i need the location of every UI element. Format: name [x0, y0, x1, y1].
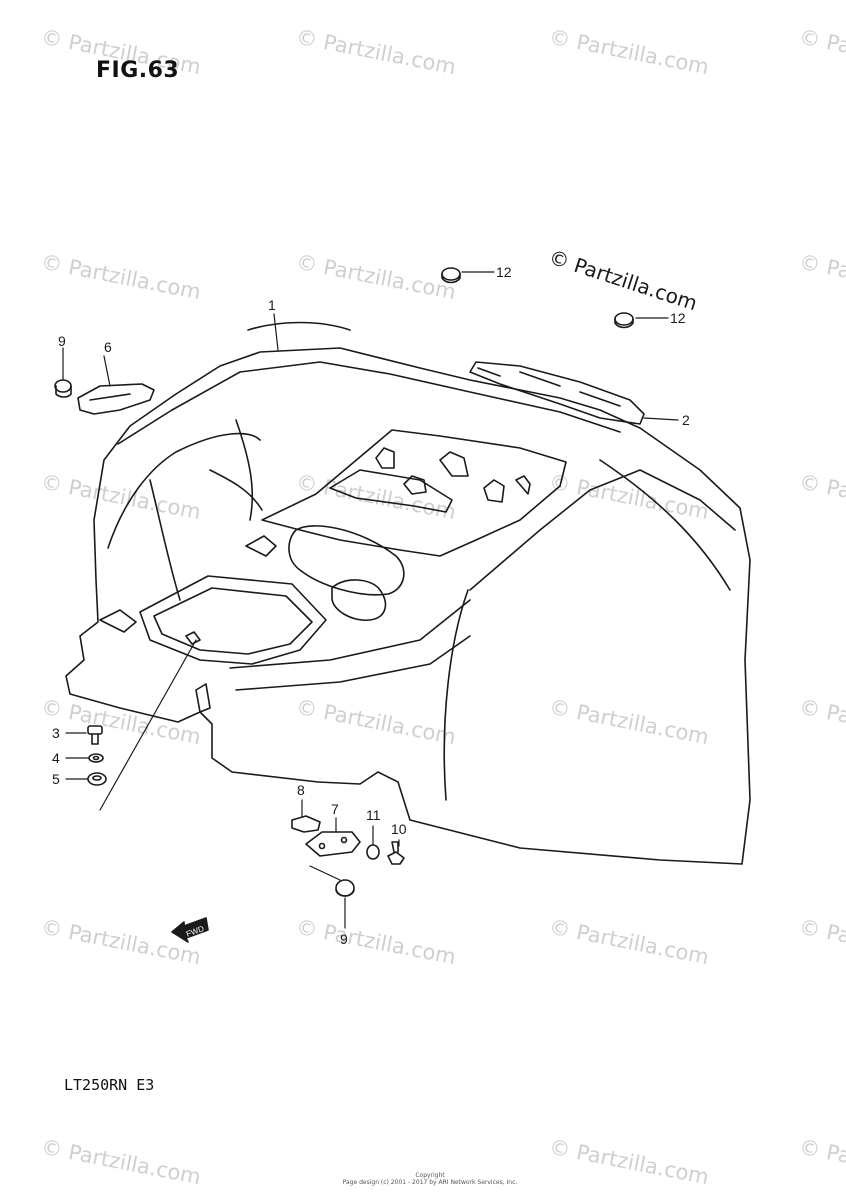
callout-2: 2 [682, 412, 690, 428]
grommet-9-bottom-part [335, 879, 355, 897]
nut-11-part [366, 844, 380, 860]
cushion-5-part [87, 772, 107, 786]
grommet-12-top-part [441, 267, 461, 284]
seat-pad-part [469, 361, 645, 425]
bracket-6-part [77, 383, 155, 415]
bolt-3-part [87, 725, 103, 745]
callout-7: 7 [331, 801, 339, 817]
bracket-7-part [305, 831, 361, 857]
model-code: LT250RN E3 [64, 1076, 155, 1094]
callout-9-top: 9 [58, 333, 66, 349]
footer-page-design: Page design (c) 2001 - 2017 by ARI Netwo… [342, 1179, 518, 1186]
callout-4: 4 [52, 750, 60, 766]
callout-labels: 1 2 3 4 5 6 7 8 9 9 10 11 12 12 FWD [52, 264, 690, 947]
callout-10: 10 [391, 821, 407, 837]
callout-5: 5 [52, 771, 60, 787]
fwd-arrow-icon [171, 917, 209, 943]
callout-3: 3 [52, 725, 60, 741]
callout-12-top: 12 [496, 264, 512, 280]
bolt-10-part [387, 841, 405, 865]
callout-9-bottom: 9 [340, 931, 348, 947]
leader-lines [62, 271, 679, 929]
washer-4-part [88, 753, 104, 763]
footer-copyright: Copyright [415, 1172, 445, 1179]
clip-8-part [291, 815, 321, 833]
figure-title: FIG.63 [96, 58, 180, 83]
grommet-12-right-part [614, 312, 634, 329]
callout-8: 8 [297, 782, 305, 798]
nut-9-top-part [54, 379, 72, 398]
rear-fender-part [65, 321, 751, 865]
callout-6: 6 [104, 339, 112, 355]
page-footer: Copyright Page design (c) 2001 - 2017 by… [330, 1172, 530, 1186]
callout-11: 11 [366, 807, 381, 823]
callout-12-right: 12 [670, 310, 686, 326]
callout-1: 1 [268, 297, 276, 313]
